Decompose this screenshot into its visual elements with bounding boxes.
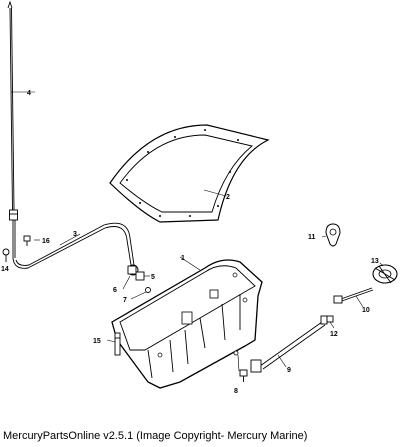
oil-pan-exploded-diagram: 1 2 3 4 5 6 7 8 9 10 11 12 13 14 15 16 [1, 0, 398, 395]
callout-12: 12 [330, 331, 338, 338]
fitting-part-5[interactable] [135, 271, 145, 281]
callout-2: 2 [226, 194, 230, 201]
cap-part-13[interactable] [372, 264, 398, 284]
fitting-part-6[interactable] [127, 265, 137, 275]
screw-part-16[interactable] [23, 235, 31, 246]
leader-lines [11, 91, 384, 372]
callout-5: 5 [151, 274, 155, 281]
callout-13: 13 [371, 258, 379, 265]
callout-1: 1 [181, 255, 185, 262]
callout-labels: 1 2 3 4 5 6 7 8 9 10 11 12 13 14 15 16 [1, 90, 379, 395]
callout-4: 4 [27, 90, 31, 97]
oil-pan-gasket-part-2[interactable] [109, 124, 270, 223]
callout-16: 16 [42, 238, 50, 245]
callout-7: 7 [123, 297, 127, 304]
drain-plug-washer [233, 350, 239, 356]
callout-9: 9 [287, 367, 291, 374]
plug-part-8[interactable] [239, 369, 248, 382]
callout-6: 6 [113, 287, 117, 294]
callout-11: 11 [308, 234, 316, 241]
callout-10: 10 [362, 307, 370, 314]
copyright-footer: MercuryPartsOnline v2.5.1 (Image Copyrig… [3, 430, 308, 442]
callout-15: 15 [93, 338, 101, 345]
stud-part-15[interactable] [114, 332, 121, 356]
plug-part-11[interactable] [325, 223, 341, 247]
washer-part-7[interactable] [145, 287, 151, 293]
dipstick-part-4[interactable] [7, 0, 18, 258]
sender-part-10[interactable] [333, 287, 374, 304]
drain-hose-part-9[interactable] [250, 315, 328, 373]
callout-3: 3 [73, 231, 77, 238]
callout-14: 14 [1, 266, 9, 273]
callout-8: 8 [234, 388, 238, 395]
fitting-part-12[interactable] [326, 315, 334, 323]
clip-part-14[interactable] [2, 248, 10, 262]
oil-pan-part-1[interactable] [111, 259, 263, 389]
